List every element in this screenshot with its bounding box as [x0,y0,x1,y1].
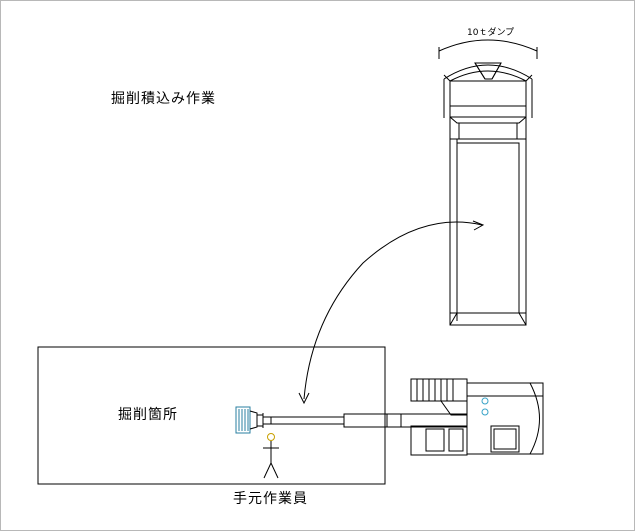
excavator-upper-body [466,382,544,455]
excavator [235,378,544,456]
excavation-area-label: 掘削箇所 [118,407,178,423]
ground-worker-figure [263,433,279,479]
truck-size-label: 10ｔダンプ [467,28,515,38]
excavation-area-outline [37,346,386,485]
ground-worker-label: 手元作業員 [233,491,308,507]
cab-indicator-bottom [481,408,489,416]
work-title: 掘削積込み作業 [111,91,216,107]
swing-arrowhead-start [472,220,485,231]
truck-cab-roof [443,64,533,80]
truck-cargo-bed [450,138,527,321]
swing-arrow [303,221,483,400]
excavator-bucket [235,406,251,434]
excavator-arm [270,416,345,425]
truck-cab [449,80,527,118]
swing-arrowhead-end [298,392,310,405]
excavator-boom [343,413,468,428]
dump-truck [438,39,538,326]
truck-width-dimension [438,39,538,52]
cab-indicator-top [481,397,489,405]
